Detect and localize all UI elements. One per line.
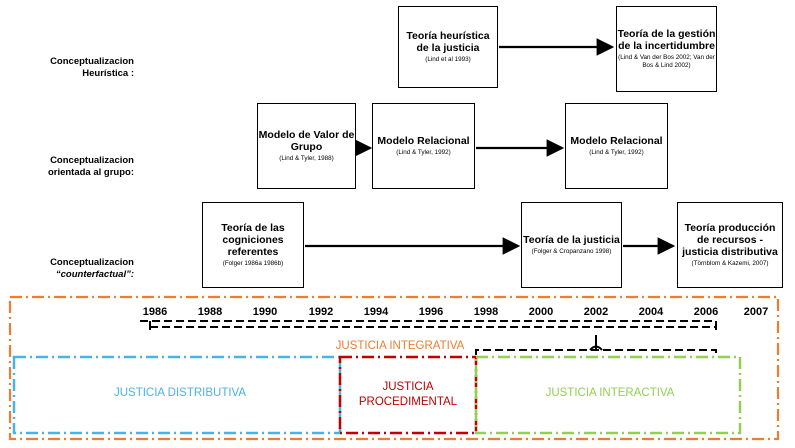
box-teoria-justicia: Teoría de la justicia (Folger & Cropanza… <box>521 202 622 288</box>
year-label: 2002 <box>583 306 609 318</box>
box-valor-grupo: Modelo de Valor de Grupo (Lind & Tyler, … <box>257 103 356 189</box>
box-produccion-recursos: Teoría producción de recursos - justicia… <box>677 202 783 288</box>
year-label: 1998 <box>473 306 499 318</box>
box-modelo-relacional-1: Modelo Relacional (Lind & Tyler, 1992) <box>372 103 475 189</box>
box-cite: (Lind et al 1993) <box>425 56 471 63</box>
row-label-counterfactual: Conceptualizacion “counterfactual”: <box>50 257 134 280</box>
year-label: 2004 <box>638 306 664 318</box>
year-label: 2006 <box>693 306 719 318</box>
box-title: Teoría de la gestión de la incertidumbre <box>617 28 716 52</box>
box-modelo-relacional-2: Modelo Relacional (Lind & Tyler, 1992) <box>565 103 668 189</box>
year-label: 1992 <box>308 306 334 318</box>
row-label-heuristic: Conceptualizacion Heurística : <box>50 56 134 79</box>
procedimental-frame <box>338 355 478 435</box>
label-justicia-interactiva: JUSTICIA INTERACTIVA <box>545 387 675 399</box>
box-title: Teoría de la justicia <box>523 234 620 246</box>
year-label: 1990 <box>252 306 278 318</box>
integrativa-bracket <box>149 324 716 330</box>
box-cite: (Lind & Tyler, 1992) <box>396 149 451 156</box>
integrativa-frame <box>8 295 780 441</box>
year-label: 1994 <box>363 306 389 318</box>
year-label: 1996 <box>418 306 444 318</box>
interactiva-frame <box>474 355 742 435</box>
year-label: 2000 <box>528 306 554 318</box>
box-cite: (Folger & Cropanzano 1998) <box>531 248 612 255</box>
box-gestion-incertidumbre: Teoría de la gestión de la incertidumbre… <box>616 6 717 92</box>
label-justicia-integrativa: JUSTICIA INTEGRATIVA <box>335 340 465 352</box>
year-label: 1988 <box>197 306 223 318</box>
box-cite: (Lind & Van der Bos 2002; Van der Bos & … <box>618 54 715 69</box>
box-cogniciones-referentes: Teoría de las cogniciones referentes (Fo… <box>202 202 304 288</box>
box-cite: (Lind & Tyler, 1992) <box>589 149 644 156</box>
row-label-group: Conceptualizacion orientada al grupo: <box>47 155 134 178</box>
label-justicia-distributiva: JUSTICIA DISTRIBUTIVA <box>113 387 247 399</box>
box-title: Modelo Relacional <box>377 135 470 147</box>
box-cite: (Lind & Tyler, 1988) <box>279 155 334 162</box>
box-cite: (Törnblom & Kazemi, 2007) <box>691 260 769 267</box>
box-title: Teoría heurística de la justicia <box>406 30 490 54</box>
box-title: Modelo Relacional <box>570 135 663 147</box>
label-justicia-procedimental: JUSTICIA PROCEDIMENTAL <box>358 381 458 408</box>
box-teoria-heuristica: Teoría heurística de la justicia (Lind e… <box>398 6 498 88</box>
box-title: Teoría de las cogniciones referentes <box>221 222 285 258</box>
bracket-pointer-curl <box>589 345 603 351</box>
box-title: Modelo de Valor de Grupo <box>258 129 355 153</box>
year-label: 1986 <box>142 306 168 318</box>
year-label: 2007 <box>743 306 769 318</box>
box-cite: (Folger 1986a 1986b) <box>222 260 284 267</box>
interactiva-bracket <box>475 349 717 355</box>
box-title: Teoría producción de recursos - justicia… <box>682 222 778 258</box>
